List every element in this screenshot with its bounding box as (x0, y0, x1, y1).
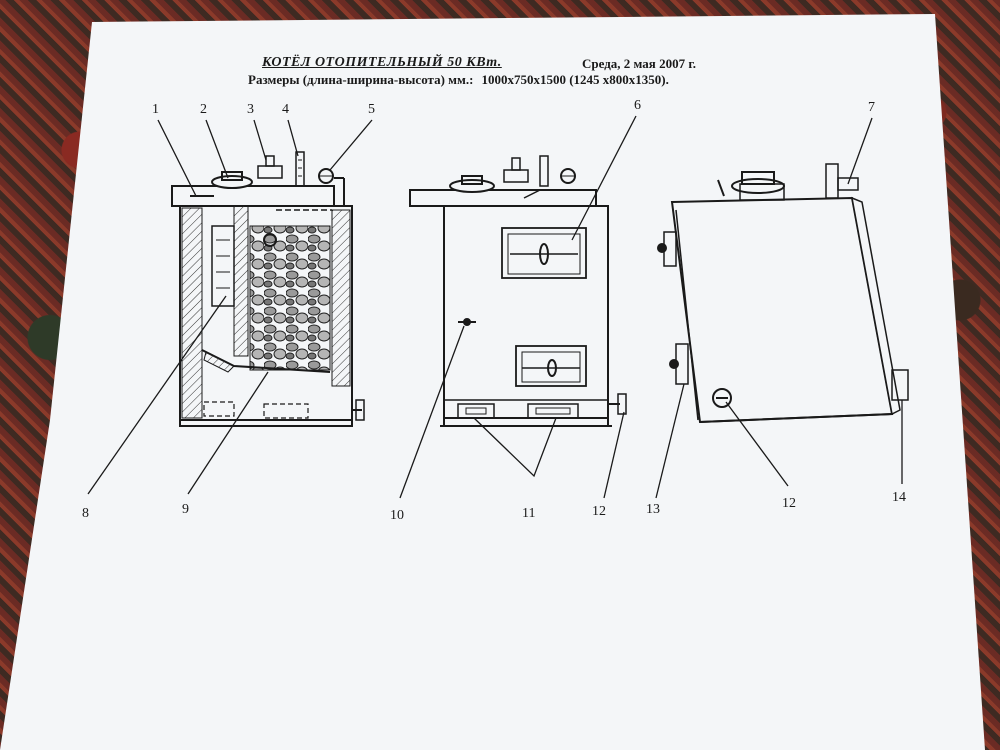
front-view (409, 155, 627, 427)
callout-3: 3 (247, 102, 254, 117)
dimensions-label: Размеры (длина-ширина-высота) мм.: (248, 72, 474, 87)
callout-1: 1 (152, 102, 159, 117)
side-view (657, 163, 909, 424)
callout-8: 8 (82, 506, 89, 521)
callout-5: 5 (368, 102, 375, 117)
section-view (171, 151, 365, 427)
callout-7: 7 (868, 100, 875, 115)
callout-9: 9 (182, 502, 189, 517)
callout-13: 13 (646, 502, 660, 517)
callout-10: 10 (390, 508, 404, 523)
dimensions-line: Размеры (длина-ширина-высота) мм.: 1000x7… (248, 72, 669, 88)
callout-12-side: 12 (782, 496, 796, 511)
leader-lines (87, 115, 903, 499)
callout-6: 6 (634, 98, 641, 113)
callout-11: 11 (522, 506, 536, 521)
dimensions-value: 1000x750x1500 (1245 x800x1350). (481, 72, 669, 87)
document-title: КОТЁЛ ОТОПИТЕЛЬНЫЙ 50 КВт. (262, 55, 502, 70)
callout-4: 4 (282, 102, 289, 117)
callout-2: 2 (200, 102, 207, 117)
callout-12-front: 12 (592, 504, 606, 519)
document-date: Среда, 2 мая 2007 г. (582, 56, 697, 71)
callout-14: 14 (892, 490, 906, 505)
